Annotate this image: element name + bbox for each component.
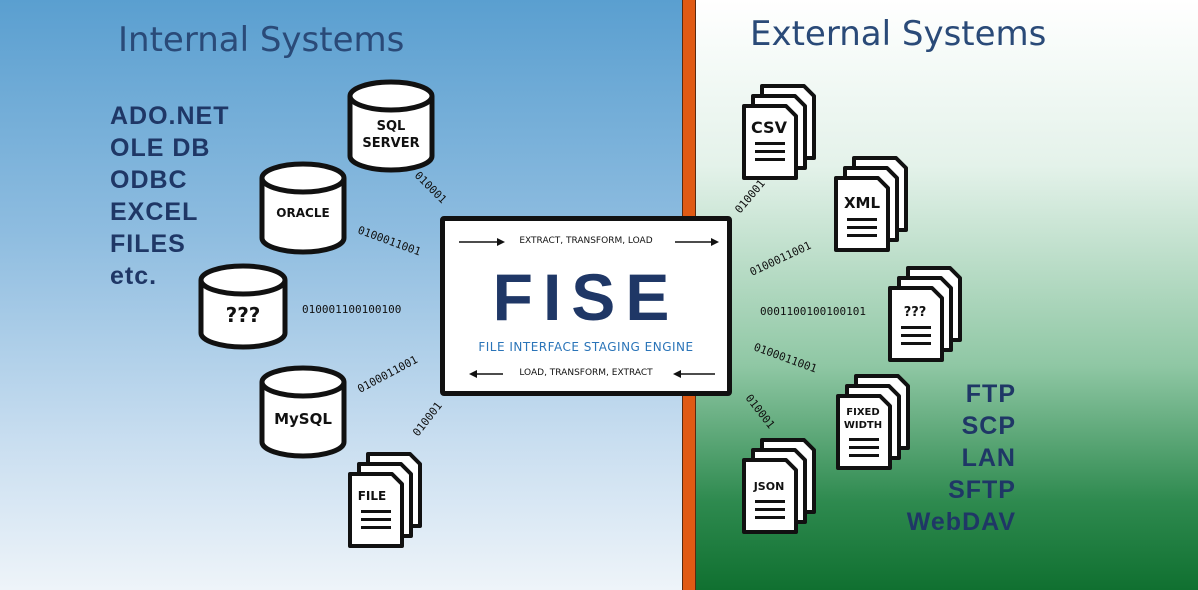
binary-fixed: 0100011001 (752, 341, 819, 376)
list-item: FTP (965, 380, 1016, 408)
oracle-label: ORACLE (276, 206, 329, 220)
engine-full-name: FILE INTERFACE STAGING ENGINE (478, 340, 694, 354)
json-document-icon: JSON (742, 438, 816, 534)
binary-xml: 0100011001 (748, 239, 814, 279)
csv-document-icon: CSV (742, 84, 816, 180)
internal-source-list: ADO.NET OLE DB ODBC EXCEL FILES etc. (110, 100, 230, 292)
csv-label: CSV (751, 118, 788, 137)
oracle-database-icon: ORACLE (259, 161, 347, 255)
sql-server-label-2: SERVER (362, 136, 419, 151)
list-item: ODBC (110, 166, 188, 194)
list-item: SCP (961, 412, 1016, 440)
unknown-db-label: ??? (226, 303, 261, 327)
binary-mysql: 0100011001 (355, 353, 420, 396)
mysql-label: MySQL (274, 410, 332, 428)
engine-name: FISE (492, 260, 680, 334)
json-label: JSON (753, 480, 785, 493)
fise-engine-box: EXTRACT, TRANSFORM, LOAD FISE FILE INTER… (440, 216, 732, 396)
list-item: FILES (110, 230, 186, 258)
flow-arrows (459, 238, 719, 378)
binary-ext-unknown: 0001100100100101 (760, 305, 866, 318)
sql-server-label-1: SQL (377, 119, 406, 134)
unknown-document-icon: ??? (888, 266, 962, 362)
fixed-width-document-icon: FIXED WIDTH (836, 374, 910, 470)
binary-json: 010001 (743, 392, 778, 431)
sql-server-database-icon: SQL SERVER (347, 79, 435, 173)
binary-file: 010001 (410, 400, 445, 439)
unknown-database-icon: ??? (198, 263, 288, 350)
list-item: LAN (961, 444, 1016, 472)
list-item: etc. (110, 262, 158, 290)
xml-document-icon: XML (834, 156, 908, 252)
binary-csv: 010001 (732, 177, 768, 216)
internal-systems-title: Internal Systems (118, 20, 405, 60)
binary-sql: 010001 (412, 169, 449, 206)
list-item: EXCEL (110, 198, 199, 226)
binary-oracle: 0100011001 (356, 224, 423, 259)
fixed-width-label-1: FIXED (846, 407, 879, 418)
ext-unknown-label: ??? (904, 305, 927, 320)
file-document-icon: FILE (348, 452, 422, 548)
list-item: SFTP (948, 476, 1016, 504)
list-item: WebDAV (906, 508, 1016, 536)
top-flow-label: EXTRACT, TRANSFORM, LOAD (519, 236, 653, 246)
external-systems-title: External Systems (750, 14, 1047, 54)
protocol-list: FTP SCP LAN SFTP WebDAV (907, 378, 1016, 538)
binary-unknown: 010001100100100 (302, 303, 401, 316)
mysql-database-icon: MySQL (259, 365, 347, 459)
xml-label: XML (844, 194, 880, 212)
bottom-flow-label: LOAD, TRANSFORM, EXTRACT (519, 368, 653, 378)
file-label: FILE (358, 489, 387, 503)
list-item: ADO.NET (110, 102, 230, 130)
fixed-width-label-2: WIDTH (844, 420, 882, 431)
list-item: OLE DB (110, 134, 211, 162)
